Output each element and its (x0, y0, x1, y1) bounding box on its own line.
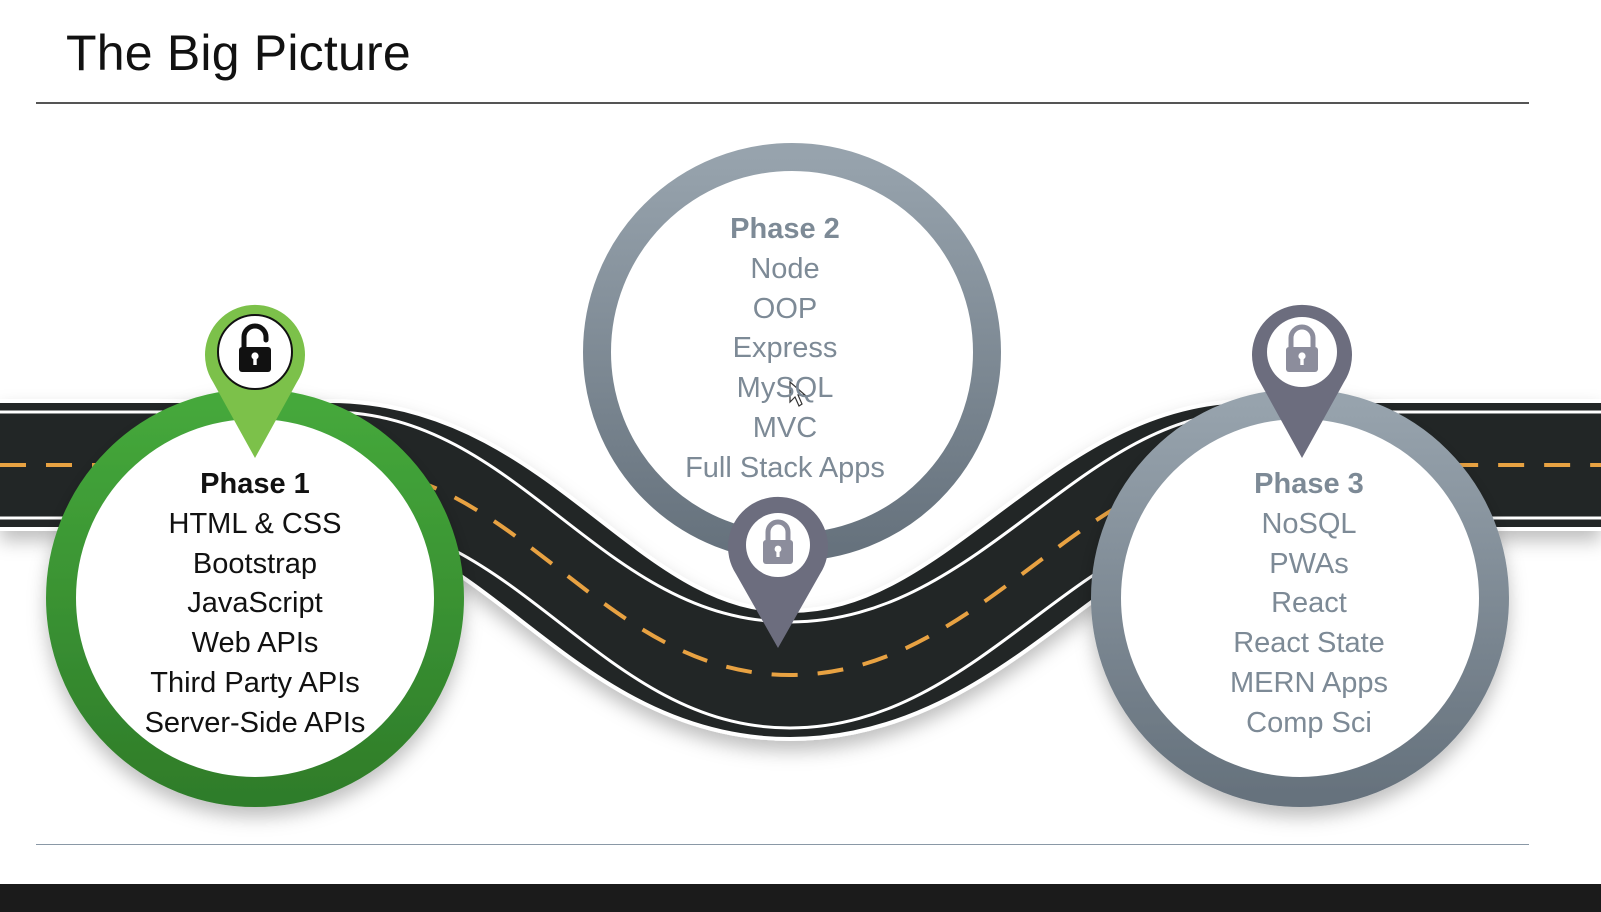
phase-3-topic: NoSQL (1261, 507, 1357, 540)
mouse-cursor-icon (789, 380, 807, 407)
phase-2-topic: OOP (752, 292, 818, 325)
phase-1-topic: HTML & CSS (168, 507, 342, 540)
phase-2-topic: MVC (752, 411, 818, 444)
slide-title: The Big Picture (66, 25, 411, 81)
phase-2-content: Phase 2 Node OOP Express MySQL MVC Full … (595, 210, 975, 489)
phase-2-topic: MySQL (736, 372, 834, 405)
locked-padlock-icon (763, 519, 793, 564)
phase-2-topic: Express (732, 332, 838, 365)
phase-3-topic: PWAs (1269, 547, 1349, 580)
phase-2-title: Phase 2 (730, 213, 840, 245)
phase-3-topic: React (1271, 587, 1347, 620)
phase-3-topic: React State (1233, 627, 1385, 660)
taskbar (0, 884, 1601, 912)
phase-3-pin (1252, 304, 1352, 458)
phase-1-topic: Server-Side APIs (144, 706, 366, 739)
phase-1-topic: Third Party APIs (150, 666, 360, 699)
phase-2-topic: Full Stack Apps (685, 451, 885, 484)
phase-1-topic: Web APIs (191, 627, 319, 660)
phase-1-topic: JavaScript (187, 587, 323, 620)
unlocked-padlock-icon (239, 323, 271, 372)
phase-1-pin (204, 304, 305, 458)
locked-padlock-icon (1286, 324, 1318, 372)
phase-1-topic: Bootstrap (192, 547, 318, 580)
phase-3-title: Phase 3 (1254, 468, 1364, 500)
phase-3-topic: MERN Apps (1230, 666, 1388, 699)
phase-1-content: Phase 1 HTML & CSS Bootstrap JavaScript … (60, 465, 450, 744)
phase-3-topic: Comp Sci (1246, 706, 1372, 739)
phase-2-topic: Node (750, 252, 820, 285)
phase-1-title: Phase 1 (200, 468, 310, 500)
phase-2-pin (728, 496, 829, 648)
phase-3-content: Phase 3 NoSQL PWAs React React State MER… (1114, 465, 1504, 744)
title-divider (36, 102, 1529, 104)
footer-divider (36, 844, 1529, 845)
